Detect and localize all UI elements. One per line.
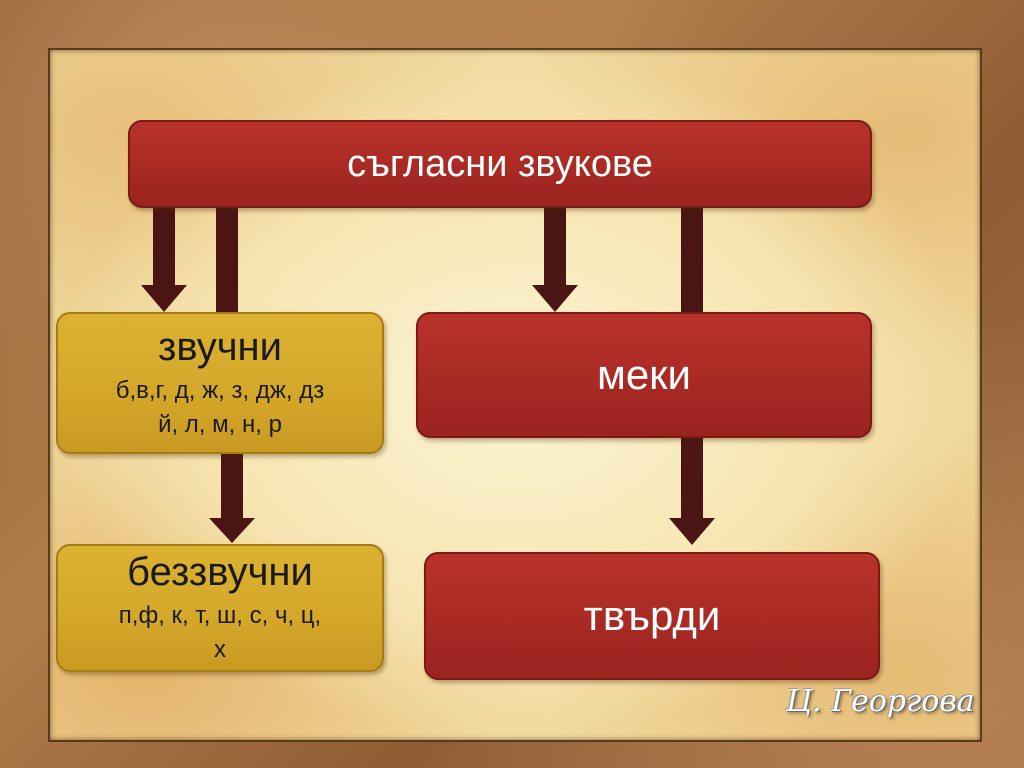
author-signature: Ц. Георгова [786, 684, 975, 719]
node-hard: твърди [424, 552, 880, 680]
line-root-to-soft [681, 205, 703, 315]
arrow-voiced-to-voiceless [209, 454, 255, 543]
node-soft-label: меки [596, 351, 692, 398]
node-hard-label: твърди [583, 592, 721, 639]
node-voiced-letters-2: й, л, м, н, р [158, 411, 282, 438]
node-voiced: звучни б,в,г, д, ж, з, дж, дз й, л, м, н… [56, 312, 384, 454]
arrow-soft-to-hard [669, 438, 715, 545]
line-root-to-voiced [216, 205, 238, 315]
node-voiced-title: звучни [158, 325, 282, 369]
node-voiceless-letters-1: п,ф, к, т, ш, с, ч, ц, [118, 602, 322, 629]
node-voiced-letters-1: б,в,г, д, ж, з, дж, дз [115, 377, 325, 404]
arrow-root-to-soft [532, 205, 578, 312]
node-voiceless: беззвучни п,ф, к, т, ш, с, ч, ц, х [56, 544, 384, 672]
root-node-label: съгласни звукове [347, 142, 653, 185]
node-voiceless-title: беззвучни [127, 550, 313, 594]
root-node-consonant-sounds: съгласни звукове [128, 120, 872, 208]
node-voiceless-letters-2: х [214, 636, 226, 663]
arrow-root-to-voiced [141, 205, 187, 312]
node-soft: меки [416, 312, 872, 438]
